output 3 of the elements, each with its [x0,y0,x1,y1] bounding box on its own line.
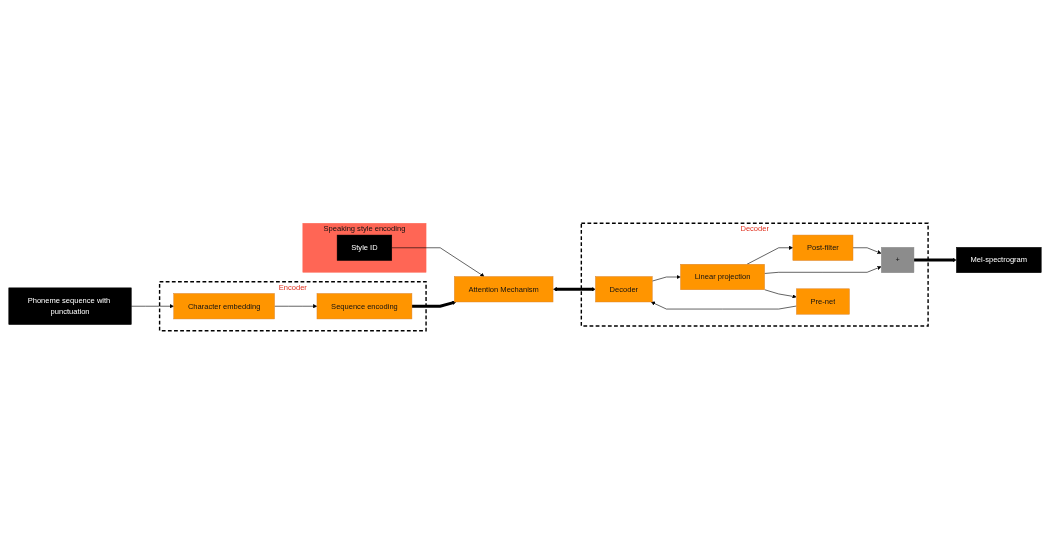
arrow [553,287,596,292]
arrow [913,257,957,263]
arrow [411,300,457,308]
